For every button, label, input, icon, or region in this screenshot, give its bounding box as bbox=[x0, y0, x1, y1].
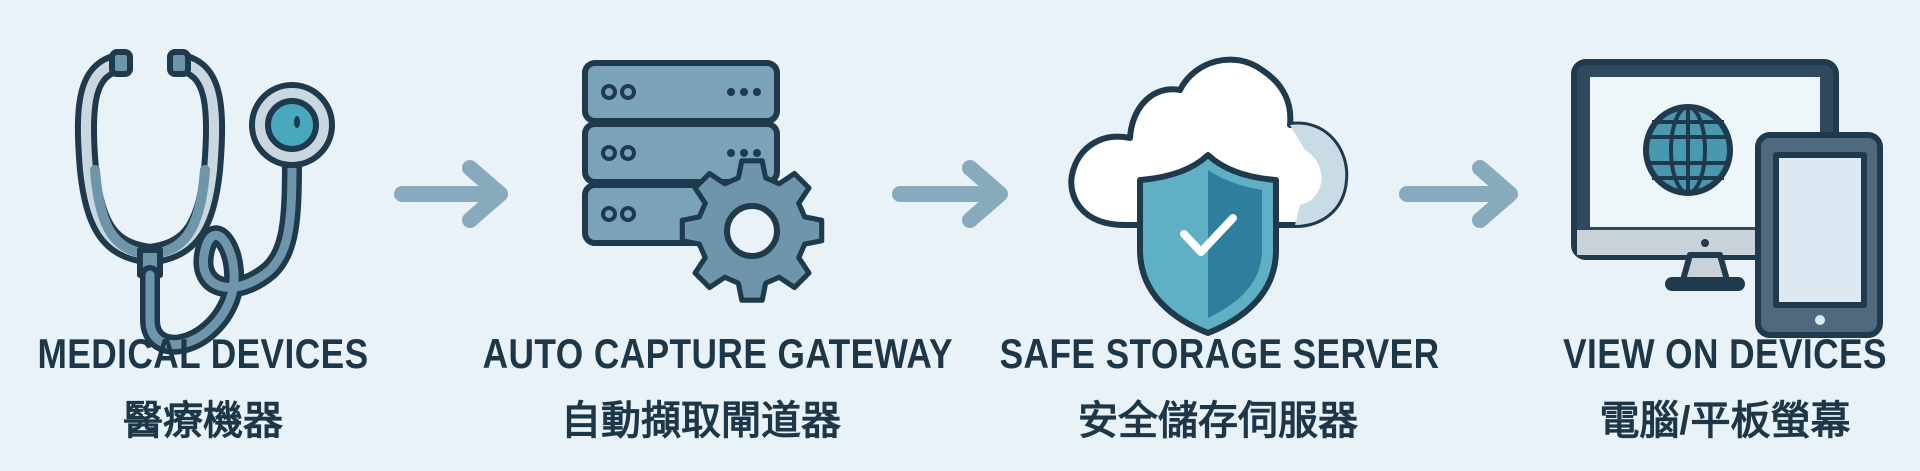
step-title: VIEW ON DEVICES bbox=[1563, 330, 1887, 377]
cloud-shield-icon bbox=[1068, 56, 1349, 336]
arrow-right-icon bbox=[1399, 160, 1518, 228]
arrow-right-icon bbox=[892, 160, 1008, 228]
step-title: MEDICAL DEVICES bbox=[37, 330, 369, 377]
step-subtitle: 自動擷取閘道器 bbox=[561, 399, 841, 443]
step-subtitle: 安全儲存伺服器 bbox=[1078, 399, 1358, 443]
server-gear-icon bbox=[582, 60, 825, 303]
monitor-tablet-icon bbox=[1571, 59, 1883, 338]
step-title: AUTO CAPTURE GATEWAY bbox=[482, 330, 953, 377]
arrow-right-icon bbox=[394, 160, 508, 228]
step-subtitle: 醫療機器 bbox=[123, 399, 283, 443]
stethoscope-icon bbox=[74, 49, 335, 355]
step-subtitle: 電腦/平板螢幕 bbox=[1599, 399, 1851, 443]
globe-icon bbox=[1643, 104, 1733, 196]
step-title: SAFE STORAGE SERVER bbox=[999, 330, 1440, 377]
